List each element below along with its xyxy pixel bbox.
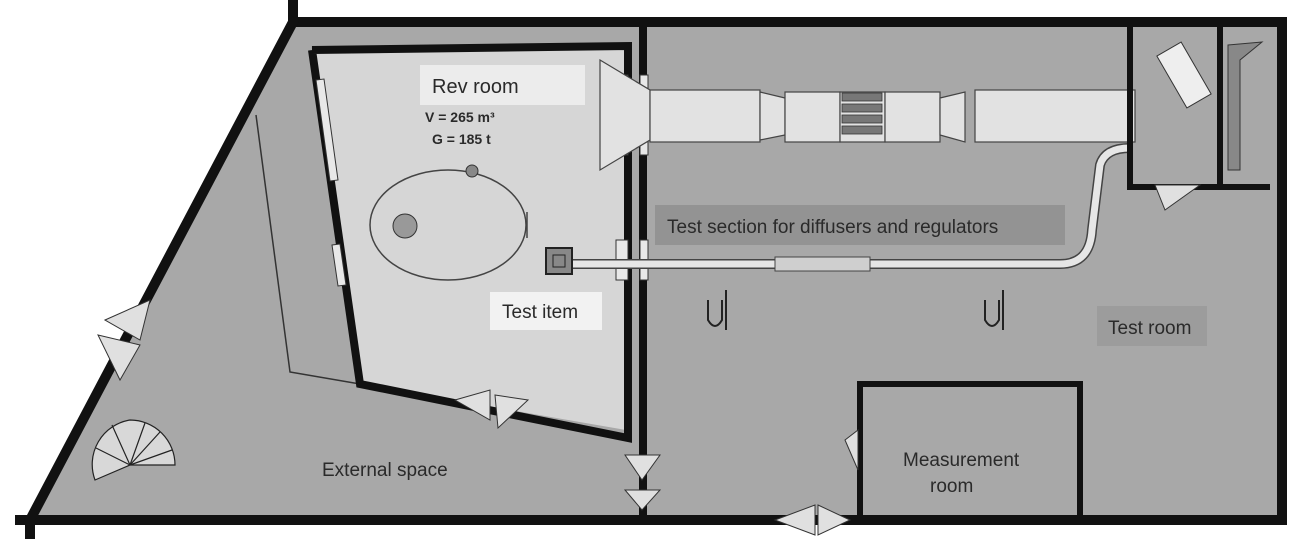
test-section-label-bg [655,205,1065,245]
measurement-room-label-2: room [930,476,973,497]
microphone-icon [465,164,479,178]
external-space-label: External space [322,460,448,481]
rev-room-volume: V = 265 m³ [425,109,495,125]
test-item-label: Test item [502,302,578,323]
rev-room-floor [312,46,626,430]
rev-room-mass: G = 185 t [432,131,491,147]
measurement-room-label-1: Measurement [903,450,1020,471]
rotating-boom-icon [369,169,528,281]
outer-walls [15,0,1287,539]
test-item-icon [545,247,573,275]
test-section-label: Test section for diffusers and regulator… [667,217,998,238]
external-space-outline [255,114,361,385]
rev-room-label-bg [420,65,585,105]
service-room-walls [1127,22,1270,190]
test-room-label-bg [1097,306,1207,346]
measurement-room-walls [857,381,1083,523]
test-room-label: Test room [1108,318,1191,339]
rev-room-label: Rev room [432,76,519,98]
fan-icon [1156,41,1212,109]
duct-damper-slats [841,92,883,135]
manometer-icon [707,290,1004,330]
pipe-section [774,256,871,272]
door-icons [97,184,1202,536]
sound-source-icon [392,213,418,239]
test-item-label-bg [490,292,602,330]
spiral-staircase-icon [91,419,176,481]
silencer-icon [1227,41,1264,171]
